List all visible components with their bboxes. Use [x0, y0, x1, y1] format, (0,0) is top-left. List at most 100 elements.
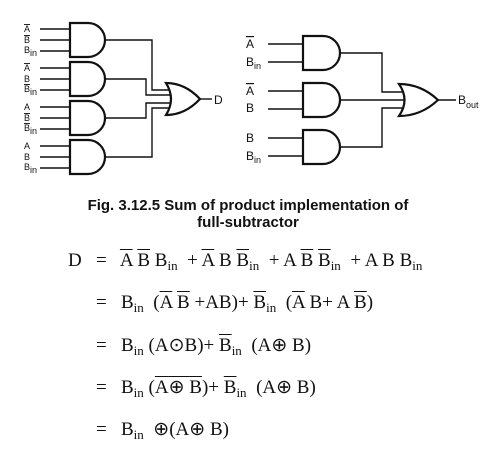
paren: ( [285, 292, 293, 313]
term: B [292, 335, 305, 356]
xnor-operator: ⊙ [168, 335, 185, 356]
term: A [262, 377, 277, 398]
plus: + [268, 250, 280, 271]
xor-operator: ⊕ [189, 419, 206, 440]
figure-caption: Fig. 3.12.5 Sum of product implementatio… [0, 197, 496, 231]
equation-line-5: = Bin ⊕(A⊕ B) [96, 418, 229, 441]
output-subscript: out [466, 100, 479, 110]
output-label-d: D [214, 93, 223, 107]
term: B [120, 419, 134, 440]
term: B [236, 250, 250, 271]
and-gate-r3: B B in [246, 128, 342, 166]
equals: = [96, 335, 107, 356]
paren: ( [148, 335, 155, 356]
input-label: B [246, 131, 254, 145]
term: A [154, 335, 169, 356]
input-label: B [24, 35, 30, 45]
and-gate-3: A B B in [24, 99, 107, 137]
subscript: in [266, 300, 277, 315]
xor-operator: ⊕ [153, 419, 170, 440]
term: A [154, 377, 169, 398]
term: B [354, 292, 367, 313]
term: B [209, 419, 223, 440]
input-label: A [24, 102, 30, 112]
input-subscript: in [30, 87, 37, 97]
term: A [283, 250, 296, 271]
subscript: in [330, 258, 341, 273]
term: B [219, 335, 232, 356]
xor-operator: ⊕ [276, 377, 293, 398]
input-label: B [246, 101, 254, 115]
term: B [399, 250, 413, 271]
right-circuit: A B in A B B B in B out [246, 34, 479, 166]
plus: + [208, 377, 219, 398]
term: A [175, 419, 190, 440]
input-label: B [24, 123, 30, 133]
term: B [218, 250, 232, 271]
equation-line-4: = Bin (A⊕ B)+ Bin (A⊕ B) [96, 376, 316, 399]
term: B [184, 335, 198, 356]
and-gate-r1: A B in [246, 34, 342, 72]
equals: = [96, 377, 107, 398]
or-gate [164, 81, 202, 117]
caption-line-1: Fig. 3.12.5 Sum of product implementatio… [87, 197, 409, 214]
subscript: in [133, 427, 144, 442]
input-subscript: in [30, 165, 37, 175]
term: B [120, 335, 134, 356]
input-label: B [24, 45, 30, 55]
plus: + [187, 250, 198, 271]
input-label: B [24, 162, 30, 172]
paren: ) [366, 292, 374, 313]
input-label: B [246, 149, 254, 163]
term: B [223, 377, 237, 398]
plus: + [237, 292, 249, 313]
left-wiring [105, 39, 173, 158]
and-gate-2: A B B in [24, 60, 107, 98]
plus: + [194, 292, 206, 313]
term: B [177, 292, 190, 313]
or-gate [396, 82, 440, 118]
term: B [137, 250, 151, 271]
plus: + [322, 292, 333, 313]
and-gate-1: A B B in [24, 21, 107, 59]
paren: ( [256, 377, 263, 398]
subscript: in [167, 258, 178, 273]
subscript: in [412, 258, 423, 273]
paren: ( [251, 335, 258, 356]
logic-circuit-diagram: A B B in A B B in A B B in [24, 21, 479, 176]
subscript: in [249, 258, 260, 273]
subscript: in [133, 300, 144, 315]
input-label: A [246, 84, 254, 98]
term: B [154, 250, 168, 271]
term: A [159, 292, 173, 313]
equals: = [95, 250, 107, 271]
paren: ( [153, 292, 160, 313]
input-subscript: in [254, 61, 261, 71]
subscript: in [231, 343, 242, 358]
paren: ( [169, 419, 176, 440]
input-label: A [246, 37, 254, 51]
term: B [253, 292, 267, 313]
input-subscript: in [254, 155, 261, 165]
term: B [318, 250, 331, 271]
term: B [296, 377, 310, 398]
term: AB [205, 292, 232, 313]
equation-line-1: D = A B Bin + A B Bin + A B Bin + A B Bi… [68, 250, 422, 272]
term: B [120, 292, 134, 313]
subscript: in [133, 385, 144, 400]
and-gate-4: A B B in [24, 138, 107, 176]
term: A [201, 250, 215, 271]
paren: ) [197, 335, 204, 356]
term: A [292, 292, 305, 313]
equals: = [96, 292, 107, 313]
term: A [336, 292, 350, 313]
paren: ) [231, 292, 238, 313]
and-gate-r2: A B [246, 81, 342, 119]
term: B [300, 250, 314, 271]
input-label: A [24, 24, 30, 34]
input-subscript: in [30, 48, 37, 58]
left-circuit: A B B in A B B in A B B in [24, 21, 223, 176]
caption-line-2: full-subtractor [197, 214, 299, 231]
paren: ) [304, 335, 312, 356]
